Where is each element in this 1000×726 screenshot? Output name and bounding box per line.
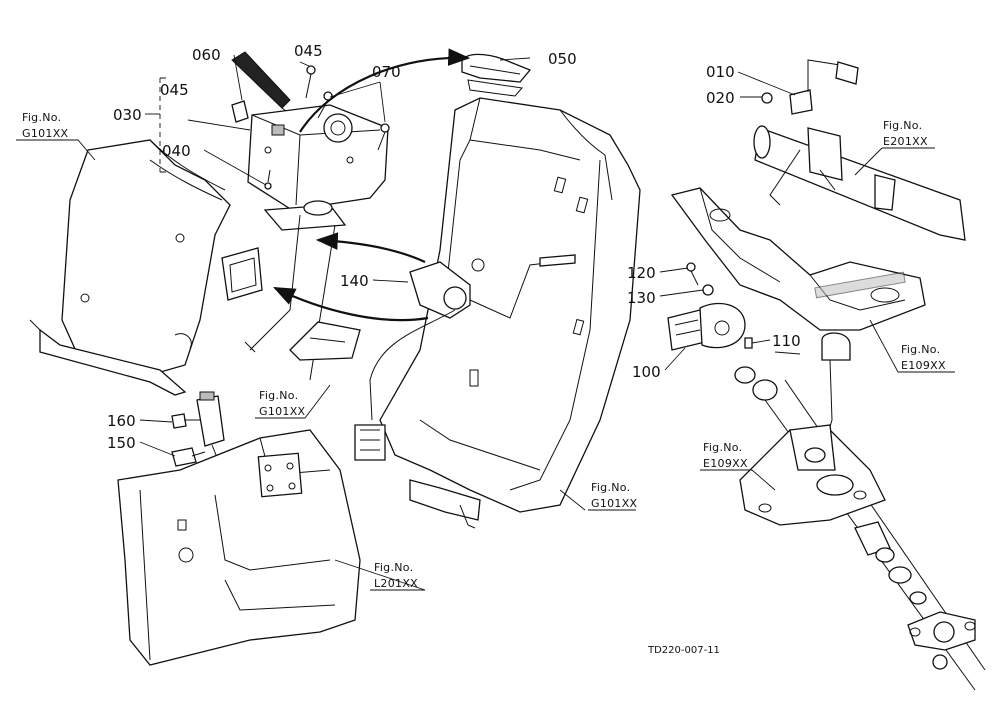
fig-ref-g101-right: Fig.No. G101XX <box>591 481 638 510</box>
label-050: 050 <box>548 50 577 68</box>
lower-bracket <box>244 321 361 361</box>
switch-assembly-030 <box>145 51 390 381</box>
bolt-160 <box>171 413 200 429</box>
screw-070-b <box>377 123 390 151</box>
svg-text:Fig.No.: Fig.No. <box>703 441 742 454</box>
label-140: 140 <box>340 272 369 290</box>
label-060: 060 <box>192 46 221 64</box>
drawing-code: TD220-007-11 <box>647 645 720 656</box>
svg-text:Fig.No.: Fig.No. <box>259 389 298 402</box>
label-020: 020 <box>706 89 735 107</box>
switch-010 <box>761 59 859 115</box>
screw-045 <box>305 65 316 99</box>
part-labels: 060 045 070 045 030 040 050 010 020 120 … <box>107 42 801 452</box>
svg-text:Fig.No.: Fig.No. <box>591 481 630 494</box>
sensor-100 <box>667 262 801 355</box>
fig-ref-e109-lower: Fig.No. E109XX <box>703 441 748 470</box>
label-160: 160 <box>107 412 136 430</box>
svg-text:G101XX: G101XX <box>22 127 69 140</box>
svg-text:E109XX: E109XX <box>703 457 748 470</box>
svg-text:E201XX: E201XX <box>883 135 928 148</box>
label-130: 130 <box>627 289 656 307</box>
lower-left-panel <box>117 429 361 666</box>
fig-ref-l201: Fig.No. L201XX <box>374 561 418 590</box>
label-030: 030 <box>113 106 142 124</box>
svg-text:G101XX: G101XX <box>259 405 306 418</box>
svg-text:L201XX: L201XX <box>374 577 418 590</box>
fig-ref-e201: Fig.No. E201XX <box>883 119 928 148</box>
sensor-140 <box>354 254 576 461</box>
nut-060 <box>231 100 249 123</box>
svg-text:Fig.No.: Fig.No. <box>374 561 413 574</box>
switch-150 <box>171 391 251 479</box>
svg-text:E109XX: E109XX <box>901 359 946 372</box>
label-045-top: 045 <box>294 42 323 60</box>
label-040: 040 <box>162 142 191 160</box>
label-120: 120 <box>627 264 656 282</box>
label-045-side: 045 <box>160 81 189 99</box>
steering-shaft <box>753 125 966 241</box>
svg-text:G101XX: G101XX <box>591 497 638 510</box>
leader-lines <box>16 54 955 591</box>
center-housing <box>379 97 641 529</box>
left-dash-panel <box>29 139 263 396</box>
screw-040 <box>264 169 272 190</box>
label-100: 100 <box>632 363 661 381</box>
lower-shaft-assembly <box>734 366 986 691</box>
label-010: 010 <box>706 63 735 81</box>
svg-text:Fig.No.: Fig.No. <box>883 119 922 132</box>
figure-references: Fig.No. G101XX Fig.No. G101XX Fig.No. G1… <box>22 111 946 590</box>
svg-text:Fig.No.: Fig.No. <box>22 111 61 124</box>
pedal-assembly <box>670 187 926 461</box>
svg-text:Fig.No.: Fig.No. <box>901 343 940 356</box>
label-110: 110 <box>772 332 801 350</box>
fig-ref-g101-mid: Fig.No. G101XX <box>259 389 306 418</box>
label-070: 070 <box>372 63 401 81</box>
label-150: 150 <box>107 434 136 452</box>
cover-050 <box>461 53 532 97</box>
fig-ref-e109-right: Fig.No. E109XX <box>901 343 946 372</box>
fig-ref-g101-left: Fig.No. G101XX <box>22 111 69 140</box>
